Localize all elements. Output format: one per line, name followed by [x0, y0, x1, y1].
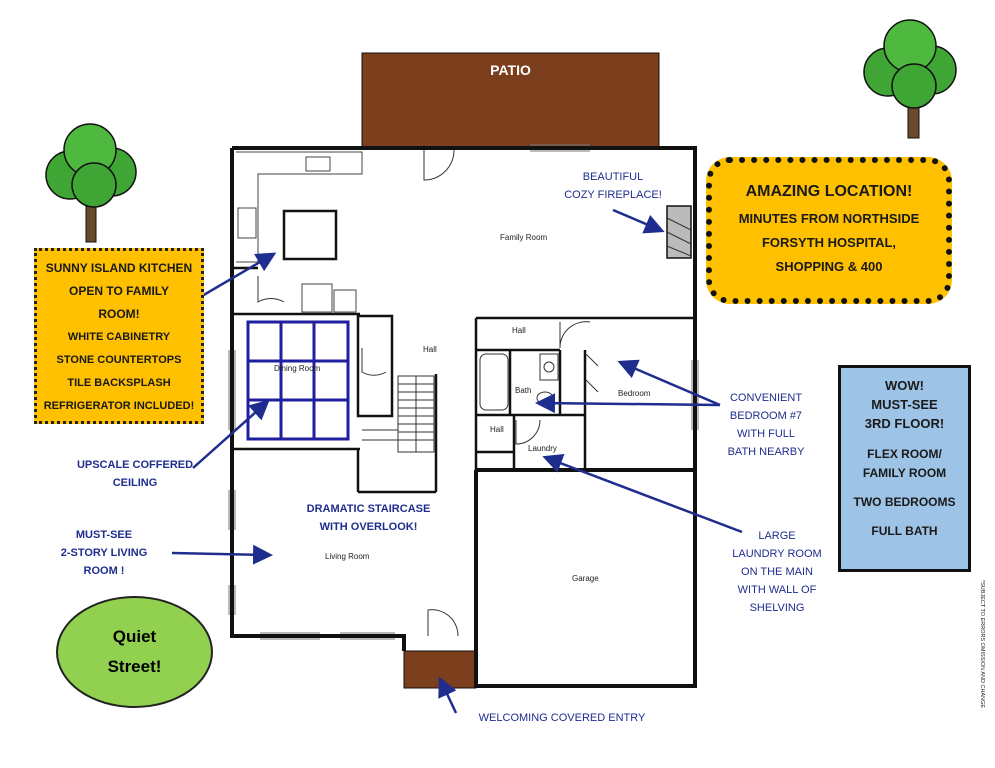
room-label-hall-center: Hall [423, 345, 437, 354]
patio-label: PATIO [490, 62, 531, 78]
kitchen-title-line: SUNNY ISLAND KITCHEN [45, 261, 193, 275]
quiet-street-line: Quiet [112, 627, 157, 646]
kitchen-title-line: ROOM! [98, 307, 140, 321]
room-label-bedroom: Bedroom [618, 389, 651, 398]
kitchen-feature: WHITE CABINETRY [67, 331, 171, 343]
arrow-living [171, 544, 273, 565]
arrow-laundry [542, 453, 743, 534]
arrow-ceiling [192, 399, 270, 469]
quiet-street-line: Street! [107, 657, 162, 676]
third-floor-line: WOW! [885, 378, 924, 393]
kitchen-feature: STONE COUNTERTOPS [56, 354, 182, 366]
arrow-entry [438, 676, 458, 714]
fireplace [666, 205, 692, 259]
kitchen-callout: SUNNY ISLAND KITCHEN OPEN TO FAMILY ROOM… [34, 248, 204, 424]
third-floor-line: FLEX ROOM/ [867, 447, 942, 461]
location-callout: AMAZING LOCATION! MINUTES FROM NORTHSIDE… [706, 157, 952, 304]
third-floor-line: FULL BATH [871, 524, 938, 538]
covered-entry [403, 650, 477, 689]
room-label-living: Living Room [325, 552, 370, 561]
third-floor-line: MUST-SEE [871, 397, 938, 412]
room-label-bath: Bath [515, 386, 532, 395]
third-floor-line: FAMILY ROOM [862, 466, 947, 480]
interior-walls [232, 266, 695, 494]
arrow-bedroom-b [535, 393, 721, 414]
third-floor-line: 3RD FLOOR! [864, 416, 945, 431]
quiet-street-badge: Quiet Street! [56, 596, 213, 708]
location-line: FORSYTH HOSPITAL, [761, 235, 897, 250]
coffered-ceiling [246, 320, 350, 441]
room-label-hall-lower: Hall [490, 425, 504, 434]
arrow-fireplace [612, 208, 665, 234]
room-label-dining: Dining Room [274, 364, 321, 373]
kitchen-feature: TILE BACKSPLASH [67, 377, 171, 389]
room-label-laundry: Laundry [528, 444, 557, 453]
kitchen-feature: REFRIGERATOR INCLUDED! [43, 400, 195, 412]
arrow-bedroom-a [617, 359, 721, 407]
exterior-walls [230, 146, 697, 688]
tree-icon [45, 123, 137, 243]
callout-arrows [171, 208, 743, 714]
location-line: MINUTES FROM NORTHSIDE [738, 211, 920, 226]
location-line: SHOPPING & 400 [775, 259, 883, 274]
kitchen-counters [236, 151, 363, 313]
room-label-garage: Garage [572, 574, 599, 583]
door-swings [257, 149, 599, 637]
note-entry: WELCOMING COVERED ENTRY [478, 712, 646, 724]
tree-icon [863, 19, 957, 139]
staircase [362, 375, 435, 453]
room-label-hall-upper: Hall [512, 326, 526, 335]
location-title: AMAZING LOCATION! [745, 183, 913, 200]
room-label-family: Family Room [500, 233, 548, 242]
disclaimer: *SUBJECT TO ERRORS OMISSION AND CHANGE [979, 580, 985, 709]
third-floor-line: TWO BEDROOMS [853, 495, 956, 509]
third-floor-callout: WOW! MUST-SEE 3RD FLOOR! FLEX ROOM/ FAMI… [838, 365, 971, 572]
kitchen-title-line: OPEN TO FAMILY [68, 284, 170, 298]
patio [361, 52, 660, 149]
bath-fixtures [479, 353, 559, 411]
